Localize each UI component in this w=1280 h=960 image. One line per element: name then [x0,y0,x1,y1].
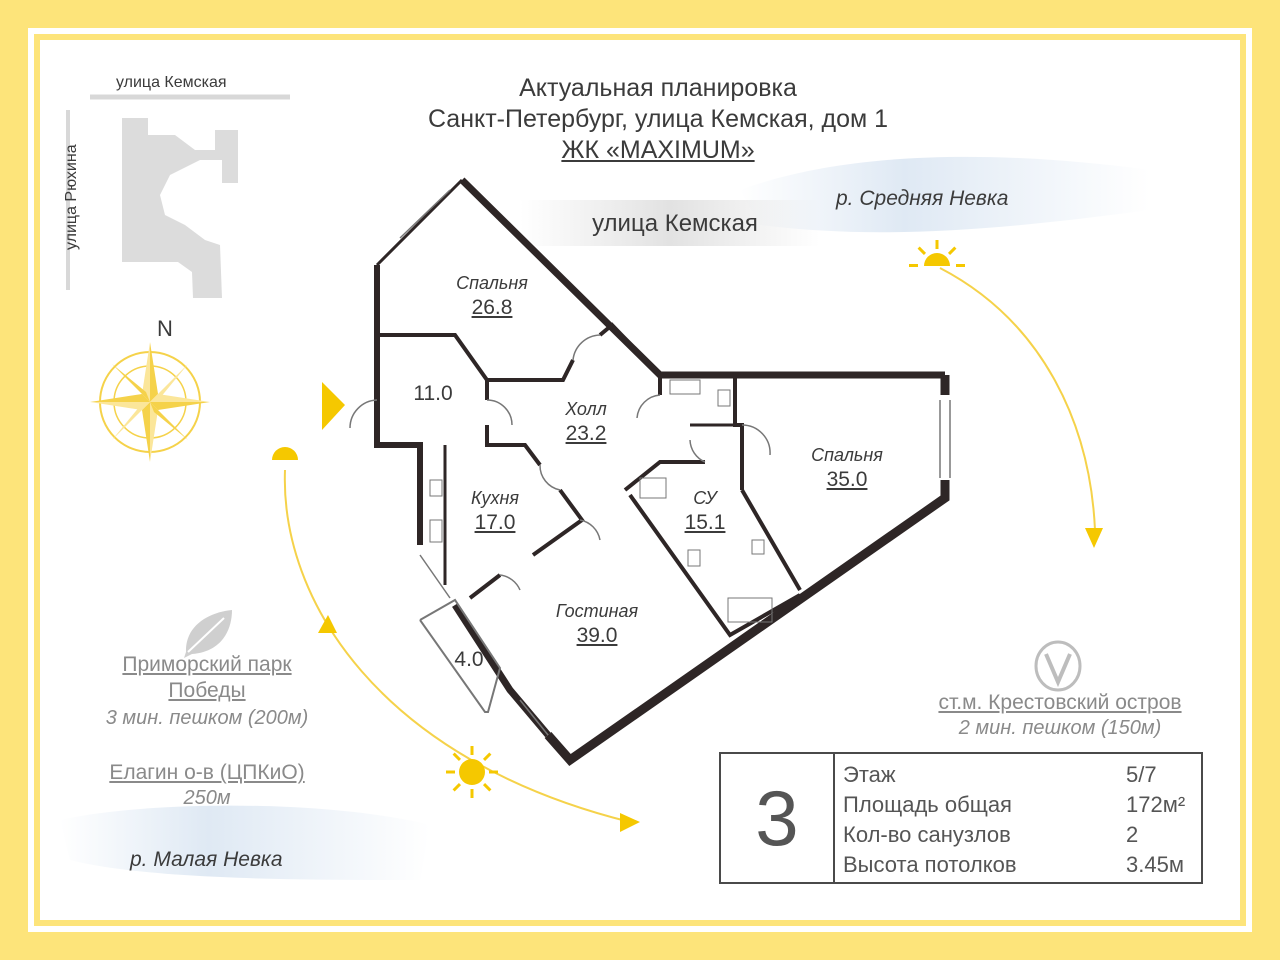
park-link-line2[interactable]: Победы [168,679,246,702]
room-kitchen-name: Кухня [471,488,519,508]
room-bedroom2-name: Спальня [811,445,883,465]
building-footprint [120,118,238,298]
room-bathroom-area: 15.1 [684,511,726,534]
info-floor-value: 5/7 [1126,762,1157,787]
room-bedroom1-area: 26.8 [471,296,513,319]
metro-link[interactable]: ст.м. Крестовский остров [938,691,1182,714]
room-bathroom-name: СУ [693,488,717,508]
elagin-link[interactable]: Елагин о-в (ЦПКиО) [109,761,305,784]
park-link-line1[interactable]: Приморский парк [122,653,292,676]
metro-walk-time: 2 мин. пешком (150м) [958,717,1162,739]
river-malaya-label: р. Малая Невка [130,848,283,871]
river-malaya [60,805,430,880]
room-kitchen-area: 17.0 [474,511,516,534]
river-srednyaya [740,156,1150,233]
header-address: Санкт-Петербург, улица Кемская, дом 1 [427,105,889,133]
park-walk-time: 3 мин. пешком (200м) [105,707,309,729]
info-ceiling-label: Высота потолков [843,852,1017,877]
river-srednyaya-label: р. Средняя Невка [836,187,1009,210]
compass-rose-icon [90,342,210,462]
sun-set-icon [272,447,298,460]
room-living-name: Гостиная [555,601,639,621]
room-bedroom1-name: Спальня [456,273,528,293]
room-hall-name: Холл [565,399,607,419]
info-ceiling-value: 3.45м [1126,852,1184,877]
apartment-info-box: 3 Этаж 5/7 Площадь общая 172м² Кол-во са… [719,752,1203,884]
elagin-distance: 250м [183,787,231,809]
floor-plan [349,177,951,766]
rooms-count: 3 [721,754,835,882]
room-hall-area: 23.2 [565,422,607,445]
room-living-area: 39.0 [576,624,618,647]
metro-icon [1034,640,1082,692]
sun-path-left [283,469,631,823]
street-kemskaya-top: улица Кемская [116,74,227,91]
info-bathrooms-value: 2 [1126,822,1139,847]
room-bedroom2-area: 35.0 [826,468,868,491]
info-area-label: Площадь общая [843,792,1012,817]
compass-north-label: N [157,316,173,341]
entrance-arrow-icon [322,382,345,430]
info-area-value: 172м² [1126,792,1186,817]
street-kemskaya-banner: улица Кемская [592,210,758,237]
header-complex-link[interactable]: ЖК «MAXIMUM» [561,136,755,164]
street-banner-bg [520,200,820,246]
street-ryukhina: улица Рюхина [63,144,80,250]
info-floor-label: Этаж [843,762,896,787]
info-bathrooms-label: Кол-во санузлов [843,822,1011,847]
sun-noon-icon [446,746,498,798]
room-storage-area: 11.0 [413,382,453,405]
sun-rise-icon [909,240,965,267]
room-balcony-area: 4.0 [454,648,484,671]
header-title: Актуальная планировка [519,74,797,102]
inner-frame [34,34,1246,926]
sun-path-right [939,267,1096,531]
